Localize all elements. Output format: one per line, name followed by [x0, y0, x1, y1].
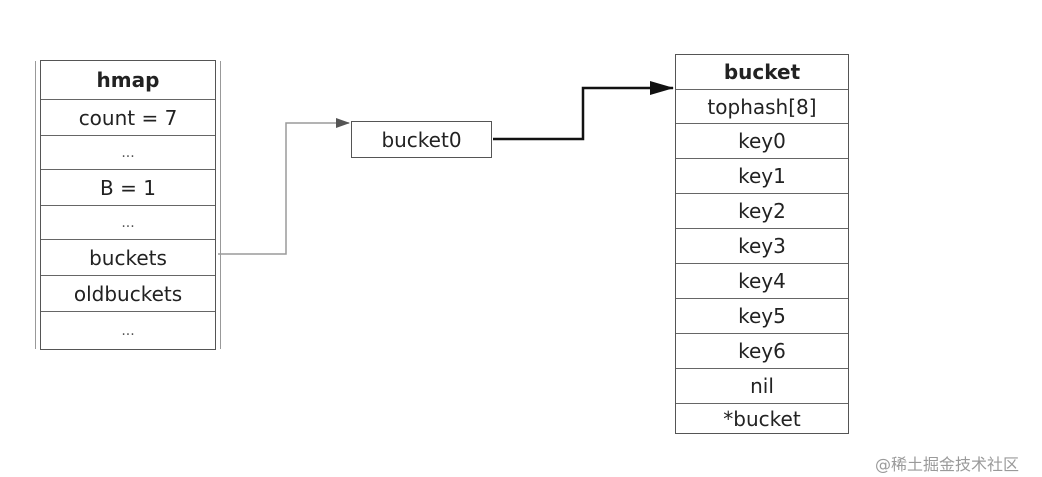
bucket-struct: bucket tophash[8] key0 key1 key2 key3 ke…: [675, 54, 849, 434]
bucket-field-key6: key6: [676, 333, 848, 368]
bucket0-pointer-arrow: [493, 81, 674, 141]
bucket0-box: bucket0: [351, 121, 492, 158]
bucket-field-tophash: tophash[8]: [676, 89, 848, 123]
hmap-right-rail: [220, 61, 221, 349]
hmap-field-ellipsis: ...: [41, 311, 215, 349]
hmap-field-buckets: buckets: [41, 239, 215, 275]
bucket-field-key4: key4: [676, 263, 848, 298]
bucket-field-key5: key5: [676, 298, 848, 333]
bucket-field-key0: key0: [676, 123, 848, 158]
bucket-field-key1: key1: [676, 158, 848, 193]
hmap-title: hmap: [96, 68, 160, 92]
bucket-field-nil: nil: [676, 368, 848, 403]
hmap-field-oldbuckets: oldbuckets: [41, 275, 215, 311]
hmap-struct: hmap count = 7 ... B = 1 ... buckets old…: [35, 60, 221, 350]
bucket-field-overflow: *bucket: [676, 403, 848, 433]
hmap-left-rail: [35, 61, 36, 349]
bucket-title: bucket: [723, 60, 801, 84]
watermark-text: @稀土掘金技术社区: [875, 455, 1020, 474]
buckets-pointer-arrow: [218, 118, 350, 255]
bucket-field-key3: key3: [676, 228, 848, 263]
bucket-field-key2: key2: [676, 193, 848, 228]
hmap-field-ellipsis: ...: [41, 135, 215, 169]
hmap-field-count: count = 7: [41, 99, 215, 135]
hmap-field-b: B = 1: [41, 169, 215, 205]
hmap-field-ellipsis: ...: [41, 205, 215, 239]
